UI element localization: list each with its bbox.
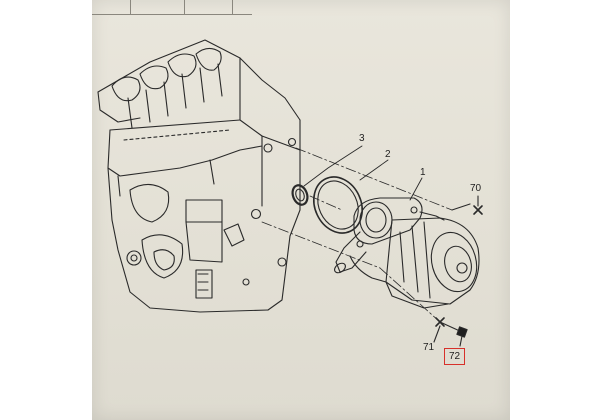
leader-lines — [303, 145, 423, 201]
callout-label-71: 71 — [423, 342, 435, 353]
page-header-table — [92, 0, 252, 15]
part-3-o-ring — [291, 184, 309, 206]
callout-label-70: 70 — [470, 183, 482, 194]
fasteners-71-72 — [379, 267, 468, 347]
callout-label-2: 2 — [385, 149, 391, 160]
callout-label-72-highlighted: 72 — [444, 348, 466, 365]
fastener-70 — [451, 195, 483, 215]
manual-page — [92, 0, 510, 420]
header-cell — [184, 0, 185, 14]
callout-label-1: 1 — [420, 167, 426, 178]
header-cell — [232, 0, 233, 14]
header-cell — [130, 0, 131, 14]
engine-block — [97, 39, 301, 313]
alignment-lines — [261, 147, 453, 269]
callout-label-3: 3 — [359, 133, 365, 144]
part-2-gasket — [313, 176, 363, 234]
part-1-pump — [334, 197, 480, 309]
